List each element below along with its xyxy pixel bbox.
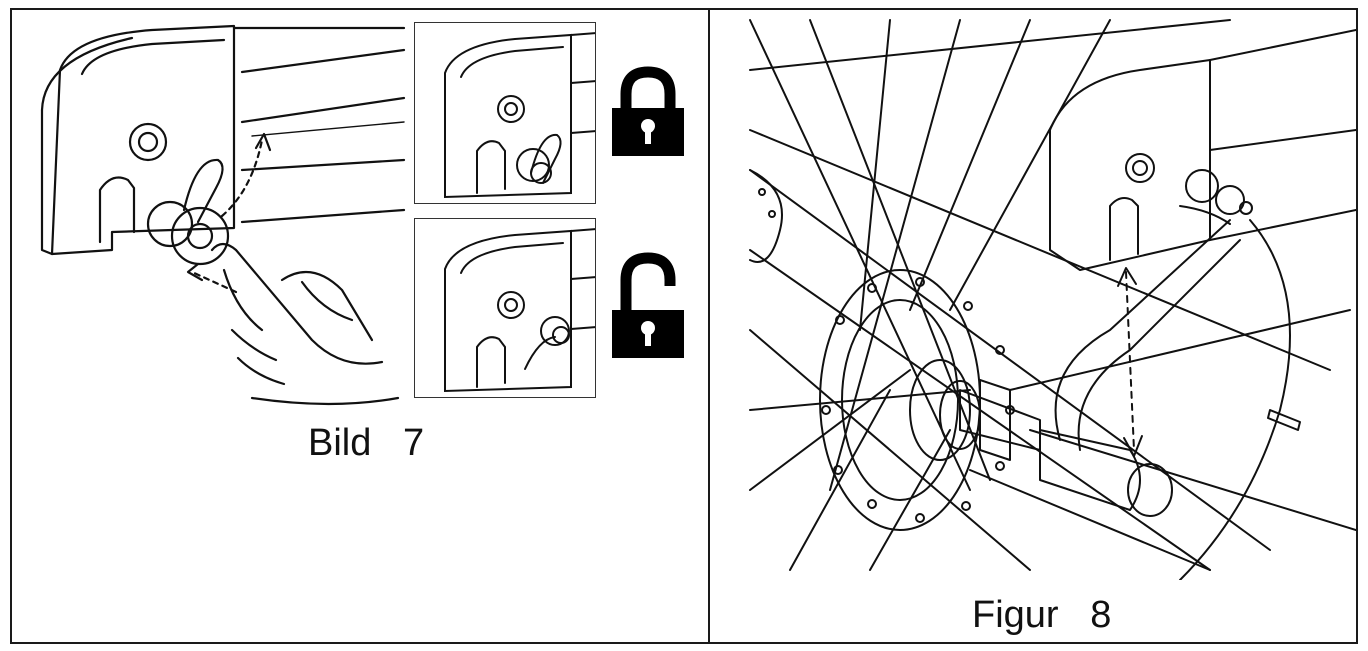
figure-caption-bild-7: Bild 7 bbox=[308, 422, 425, 464]
inset-locked-position bbox=[414, 22, 596, 204]
figure-divider bbox=[708, 8, 710, 644]
figure-frame bbox=[10, 8, 1358, 644]
padlock-open-icon bbox=[612, 252, 684, 358]
panel-bild-7: Bild 7 bbox=[12, 10, 708, 642]
figure-caption-figur-8: Figur 8 bbox=[972, 594, 1112, 636]
panel-figur-8: Figur 8 bbox=[710, 10, 1356, 642]
bracket-illustration bbox=[40, 24, 406, 406]
wheel-hub-illustration bbox=[749, 19, 1356, 580]
inset-unlocked-position bbox=[414, 218, 596, 398]
padlock-closed-icon bbox=[612, 66, 684, 156]
